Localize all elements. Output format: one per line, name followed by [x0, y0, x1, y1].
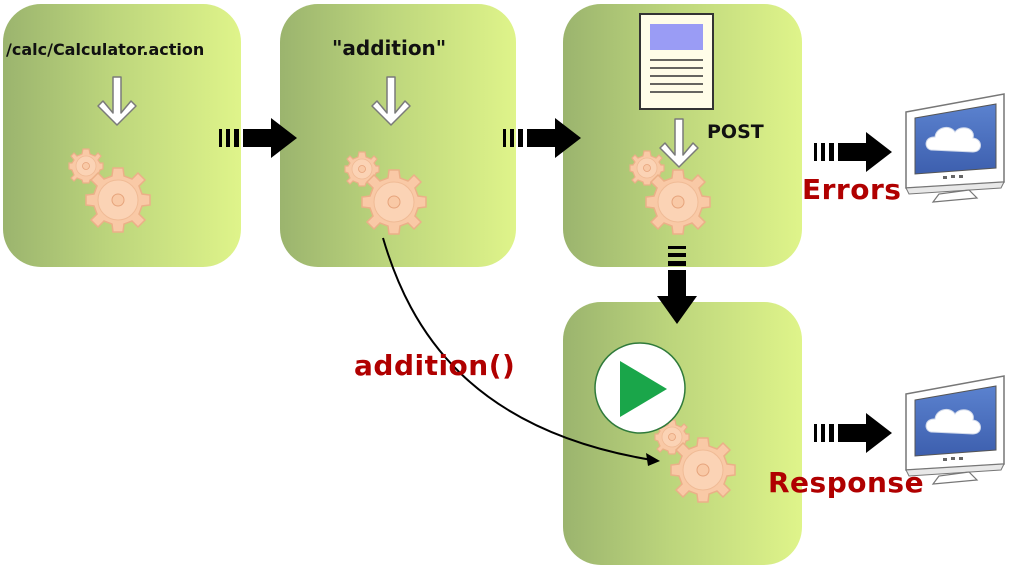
- flow-arrow-down-icon: [657, 246, 697, 324]
- curve-arrowhead-icon: [646, 453, 660, 466]
- errors-label: Errors: [802, 173, 902, 206]
- monitor-errors-icon: [905, 93, 1005, 203]
- url-label: /calc/Calculator.action: [6, 40, 205, 59]
- flow-arrow-right-icon: [814, 132, 892, 172]
- play-icon: [594, 342, 686, 434]
- gear-big-icon: [670, 437, 736, 503]
- method-call-curve: [382, 237, 653, 461]
- event-label: "addition": [332, 36, 447, 60]
- step-box-url: [3, 4, 241, 267]
- step-box-event: [280, 4, 516, 267]
- gear-big-icon: [645, 169, 711, 235]
- form-document-icon: [639, 13, 714, 110]
- response-label: Response: [768, 466, 925, 499]
- gear-big-icon: [361, 169, 427, 235]
- method-call-label: addition(): [354, 349, 516, 382]
- gear-big-icon: [85, 167, 151, 233]
- post-label: POST: [707, 121, 764, 143]
- flow-arrow-right-icon: [814, 413, 892, 453]
